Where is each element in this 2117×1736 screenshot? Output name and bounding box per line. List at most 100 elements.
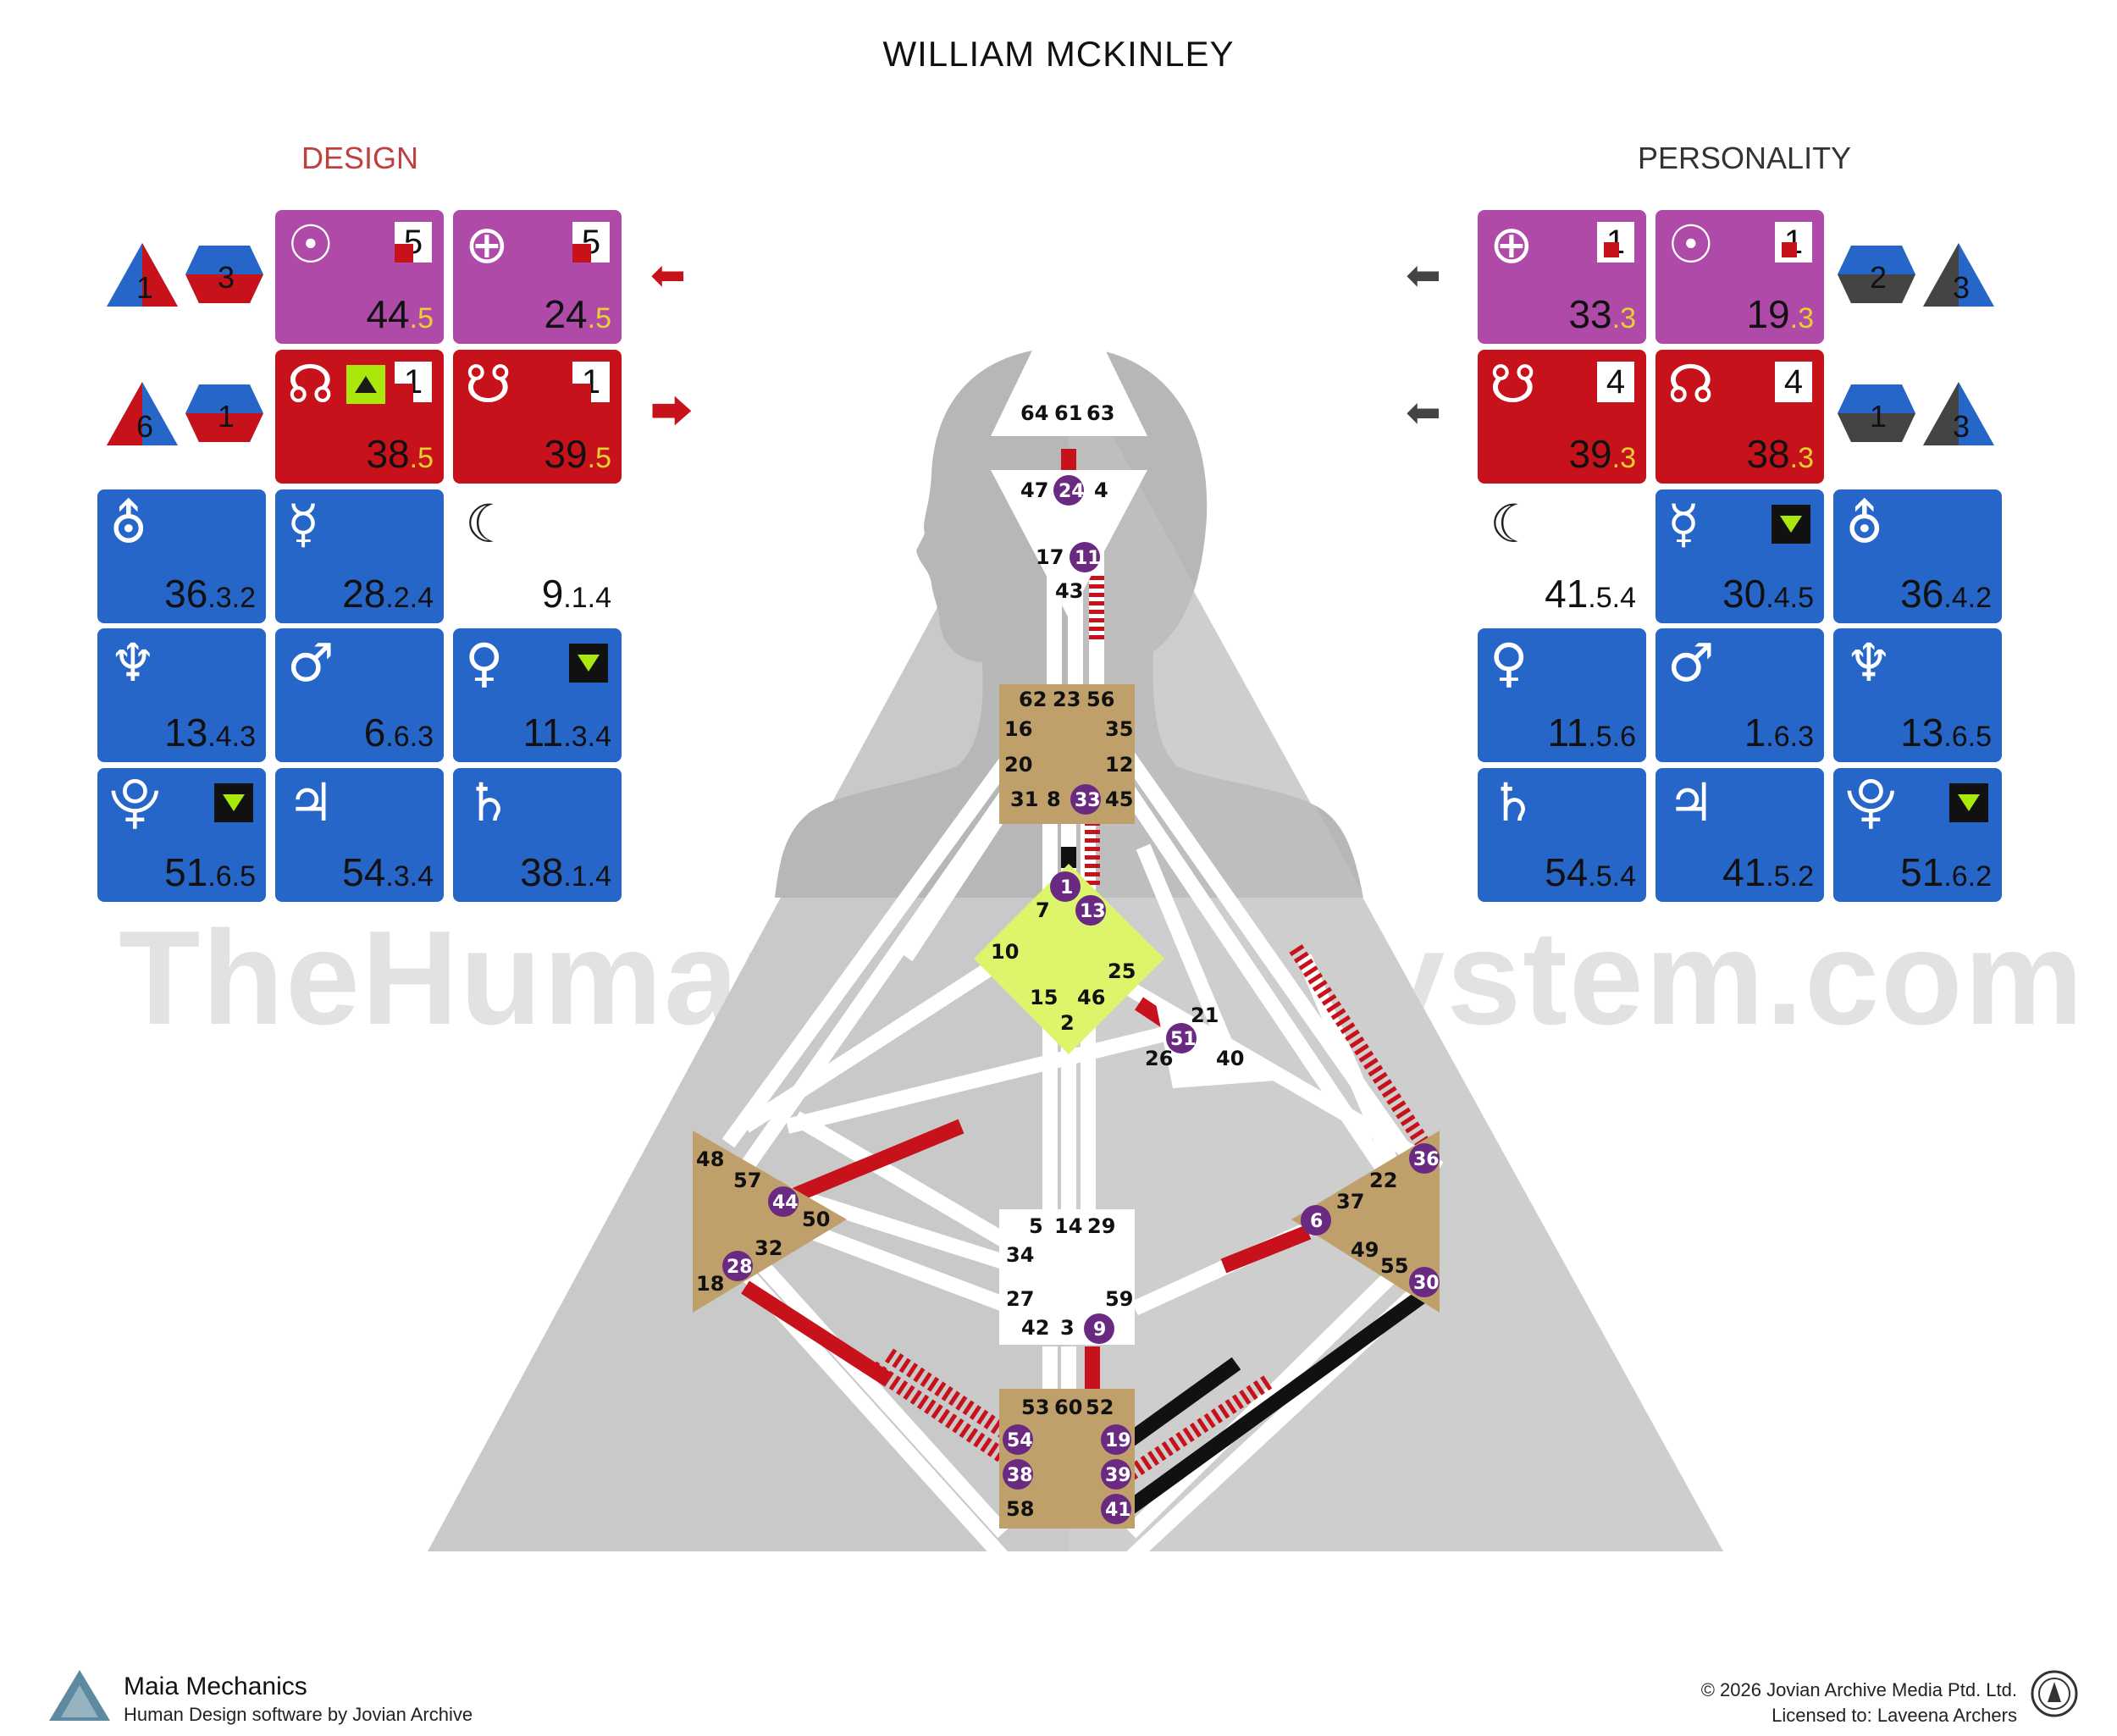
design-north-node-tile: ☊ 1 38.5 [275, 350, 444, 484]
personality-south-node-tile: ☋ 4 39.3 [1478, 350, 1646, 484]
svg-text:3: 3 [1953, 270, 1970, 305]
pluto-icon: ⯓ [1845, 771, 1897, 833]
gate-29: 29 [1087, 1214, 1115, 1238]
uranus-icon: ⛢ [1845, 493, 1884, 555]
personality-variables-bottom: 1 3 [1838, 382, 1994, 445]
gate-28-marker [722, 1251, 753, 1281]
south-node-icon: ☋ [465, 353, 512, 415]
gate-47: 47 [1020, 478, 1048, 502]
mercury-icon: ☿ [287, 493, 320, 555]
gate-5: 5 [1029, 1214, 1043, 1238]
gate-51: 51 [1170, 1029, 1197, 1050]
gate-11-marker [1070, 542, 1100, 572]
personality-mercury-tile: ☿ 30.4.5 [1655, 489, 1824, 623]
ajna-center [991, 470, 1147, 618]
gate-30-marker [1409, 1267, 1440, 1297]
gate-44: 44 [772, 1192, 799, 1214]
gate-43: 43 [1055, 579, 1083, 603]
gate-38: 38 [1007, 1465, 1033, 1486]
personality-north-node-tile: ☊ 4 38.3 [1655, 350, 1824, 484]
gate-37: 37 [1336, 1190, 1364, 1214]
gate-60: 60 [1054, 1396, 1082, 1419]
pluto-icon: ⯓ [109, 771, 161, 833]
personality-arrow-bottom-icon: ⬅ [1406, 388, 1441, 437]
gate-30: 30 [1413, 1273, 1440, 1294]
license: Licensed to: Laveena Archers [1772, 1705, 2017, 1726]
gate-33: 33 [1075, 790, 1101, 811]
gate-63: 63 [1086, 401, 1114, 425]
gate-22: 22 [1369, 1169, 1397, 1192]
ego-center [1156, 1003, 1287, 1088]
gate-57: 57 [733, 1169, 761, 1192]
body-shade [1069, 356, 1723, 1551]
gate-42: 42 [1021, 1316, 1049, 1340]
gate-44-marker [768, 1186, 799, 1217]
mars-icon: ♂ [287, 632, 334, 694]
gate-4: 4 [1094, 478, 1108, 502]
jovian-seal-icon [2031, 1670, 2078, 1717]
earth-icon: ⊕ [465, 213, 509, 275]
head-center [991, 275, 1147, 436]
personality-arrow-top-icon: ⬅ [1406, 251, 1441, 300]
venus-icon: ♀ [465, 632, 504, 694]
gate-3: 3 [1060, 1316, 1075, 1340]
detriment-marker-icon [1949, 783, 1988, 822]
gate-35: 35 [1105, 717, 1133, 741]
gate-48: 48 [696, 1147, 724, 1171]
moon-icon: ☾ [1490, 493, 1537, 555]
personality-moon-tile: ☾ 41.5.4 [1490, 493, 1636, 616]
line-indicator: 4 [1775, 362, 1812, 402]
design-neptune-tile: ♆ 13.4.3 [97, 628, 266, 762]
gate-1-marker [1050, 871, 1081, 902]
line-indicator: 1 [395, 362, 432, 402]
gate-51-marker [1166, 1023, 1197, 1053]
design-saturn-tile: ♄ 38.1.4 [453, 768, 622, 902]
gate-1: 1 [1060, 877, 1073, 898]
design-earth-tile: ⊕ 5 24.5 [453, 210, 622, 344]
gate-62: 62 [1019, 688, 1047, 711]
gate-2: 2 [1060, 1011, 1075, 1035]
gate-31: 31 [1010, 788, 1038, 811]
north-node-icon: ☊ [287, 353, 334, 415]
personality-neptune-tile: ♆ 13.6.5 [1833, 628, 2002, 762]
copyright: © 2026 Jovian Archive Media Ptd. Ltd. [1700, 1679, 2017, 1700]
gate-12: 12 [1105, 753, 1133, 777]
design-south-node-tile: ☋ 1 39.5 [453, 350, 622, 484]
personality-earth-tile: ⊕ 1 33.3 [1478, 210, 1646, 344]
gate-20: 20 [1004, 753, 1032, 777]
design-moon-tile: ☾ 9.1.4 [465, 493, 611, 616]
gate-58: 58 [1006, 1497, 1034, 1521]
gate-6-marker [1301, 1205, 1331, 1236]
personality-pluto-tile: ⯓ 51.6.2 [1833, 768, 2002, 902]
mars-icon: ♂ [1667, 632, 1715, 694]
south-node-icon: ☋ [1490, 353, 1537, 415]
gate-16: 16 [1004, 717, 1032, 741]
gate-50: 50 [802, 1208, 830, 1231]
gate-23: 23 [1053, 688, 1081, 711]
gate-53: 53 [1021, 1396, 1049, 1419]
svg-text:1: 1 [1870, 399, 1887, 434]
gate-19-marker [1101, 1424, 1131, 1455]
chart-title: WILLIAM MCKINLEY [882, 34, 1235, 74]
saturn-icon: ♄ [1490, 771, 1537, 833]
gate-49: 49 [1351, 1238, 1379, 1262]
personality-venus-tile: ♀ 11.5.6 [1478, 628, 1646, 762]
brand-tagline: Human Design software by Jovian Archive [124, 1704, 473, 1725]
personality-saturn-tile: ♄ 54.5.4 [1478, 768, 1646, 902]
line-indicator: 1 [1775, 222, 1812, 263]
moon-icon: ☾ [465, 493, 512, 555]
solar-plexus-center [1291, 1131, 1440, 1313]
design-variables-bottom: 6 1 [107, 382, 263, 445]
sun-icon: ☉ [1667, 213, 1715, 275]
personality-uranus-tile: ⛢ 36.4.2 [1833, 489, 2002, 623]
gate-54-marker [1003, 1424, 1033, 1455]
gate-26: 26 [1145, 1047, 1173, 1070]
design-pluto-tile: ⯓ 51.6.5 [97, 768, 266, 902]
gate-61: 61 [1054, 401, 1082, 425]
gate-45: 45 [1105, 788, 1133, 811]
gate-24-marker [1053, 475, 1084, 506]
earth-icon: ⊕ [1490, 213, 1534, 275]
gate-59: 59 [1105, 1287, 1133, 1311]
gate-21: 21 [1191, 1003, 1219, 1027]
